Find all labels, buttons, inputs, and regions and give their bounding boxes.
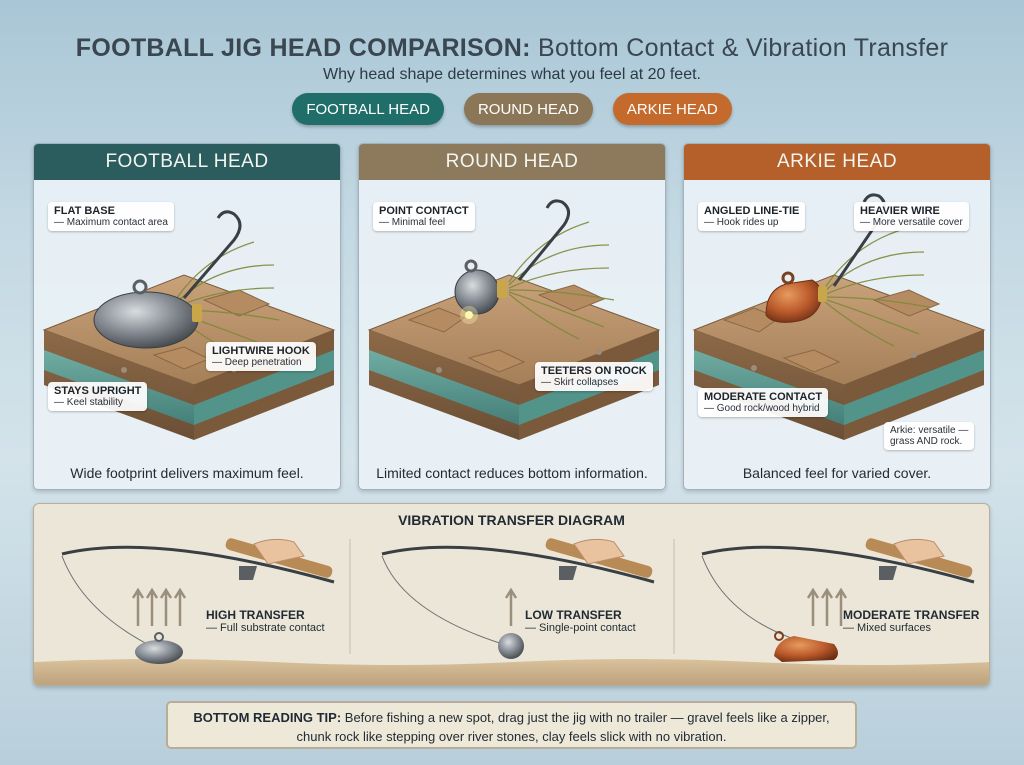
- title-rest: Bottom Contact & Vibration Transfer: [530, 34, 949, 62]
- vib-label-moderate: MODERATE TRANSFER — Mixed surfaces: [843, 608, 980, 634]
- panel-arkie: ARKIE HEAD ANGLED LINE-TIE — Hook rides …: [683, 143, 991, 490]
- callout-lightwire-hook: LIGHTWIRE HOOK — Deep penetration: [206, 342, 316, 371]
- callout-moderate-contact: MODERATE CONTACT — Good rock/wood hybrid: [698, 388, 829, 417]
- panel-arkie-title: ARKIE HEAD: [684, 144, 990, 180]
- bottom-reading-tip: BOTTOM READING TIP: Before fishing a new…: [166, 701, 857, 749]
- callout-heavier-wire: HEAVIER WIRE — More versatile cover: [854, 202, 969, 231]
- page-subtitle: Why head shape determines what you feel …: [322, 66, 701, 83]
- panel-arkie-caption: Balanced feel for varied cover.: [742, 465, 932, 481]
- vibration-arrow: [504, 587, 518, 626]
- panel-football: FOOTBALL HEAD FLAT BASE — Maximum contac…: [33, 143, 341, 490]
- panel-round: ROUND HEAD POINT CONTACT — Minimal feel …: [358, 143, 666, 490]
- legend: FOOTBALL HEAD ROUND HEAD ARKIE HEAD: [0, 93, 1024, 125]
- callout-point-contact: POINT CONTACT — Minimal feel: [373, 202, 475, 231]
- legend-arkie: ARKIE HEAD: [612, 93, 732, 125]
- vib-label-low: LOW TRANSFER — Single-point contact: [525, 608, 636, 634]
- vibration-arrows: [131, 587, 848, 626]
- vibration-arrow: [131, 587, 145, 626]
- page-title: FOOTBALL JIG HEAD COMPARISON: Bottom Con…: [0, 34, 1024, 63]
- vibration-arrow: [173, 587, 187, 626]
- rod-2: [381, 538, 655, 659]
- rod-1: [61, 538, 335, 664]
- vibration-arrow: [806, 587, 820, 626]
- panel-round-title: ROUND HEAD: [359, 144, 665, 180]
- vibration-transfer-section: VIBRATION TRANSFER DIAGRAM: [33, 503, 990, 686]
- callout-flat-base: FLAT BASE — Maximum contact area: [48, 202, 174, 231]
- callout-angled-line-tie: ANGLED LINE-TIE — Hook rides up: [698, 202, 806, 231]
- vibration-title: VIBRATION TRANSFER DIAGRAM: [398, 512, 625, 528]
- vibration-diagram: [34, 538, 989, 685]
- panel-football-caption: Wide footprint delivers maximum feel.: [70, 465, 304, 481]
- legend-football: FOOTBALL HEAD: [292, 93, 444, 125]
- title-bold: FOOTBALL JIG HEAD COMPARISON:: [75, 34, 531, 62]
- callout-arkie-note: Arkie: versatile — grass AND rock.: [884, 422, 975, 450]
- vib-label-high: HIGH TRANSFER — Full substrate contact: [206, 608, 325, 634]
- vibration-arrow: [820, 587, 834, 626]
- vibration-arrow: [159, 587, 173, 626]
- panel-football-title: FOOTBALL HEAD: [34, 144, 340, 180]
- vibration-arrow: [145, 587, 159, 626]
- callout-teeters-on-rock: TEETERS ON ROCK — Skirt collapses: [535, 362, 653, 391]
- legend-round: ROUND HEAD: [463, 93, 593, 125]
- tip-text: Before fishing a new spot, drag just the…: [296, 710, 830, 744]
- callout-stays-upright: STAYS UPRIGHT — Keel stability: [48, 382, 148, 411]
- rod-3: [701, 538, 975, 662]
- panel-round-caption: Limited contact reduces bottom informati…: [376, 465, 648, 481]
- tip-label: BOTTOM READING TIP:: [193, 710, 342, 725]
- vibration-arrow: [834, 587, 848, 626]
